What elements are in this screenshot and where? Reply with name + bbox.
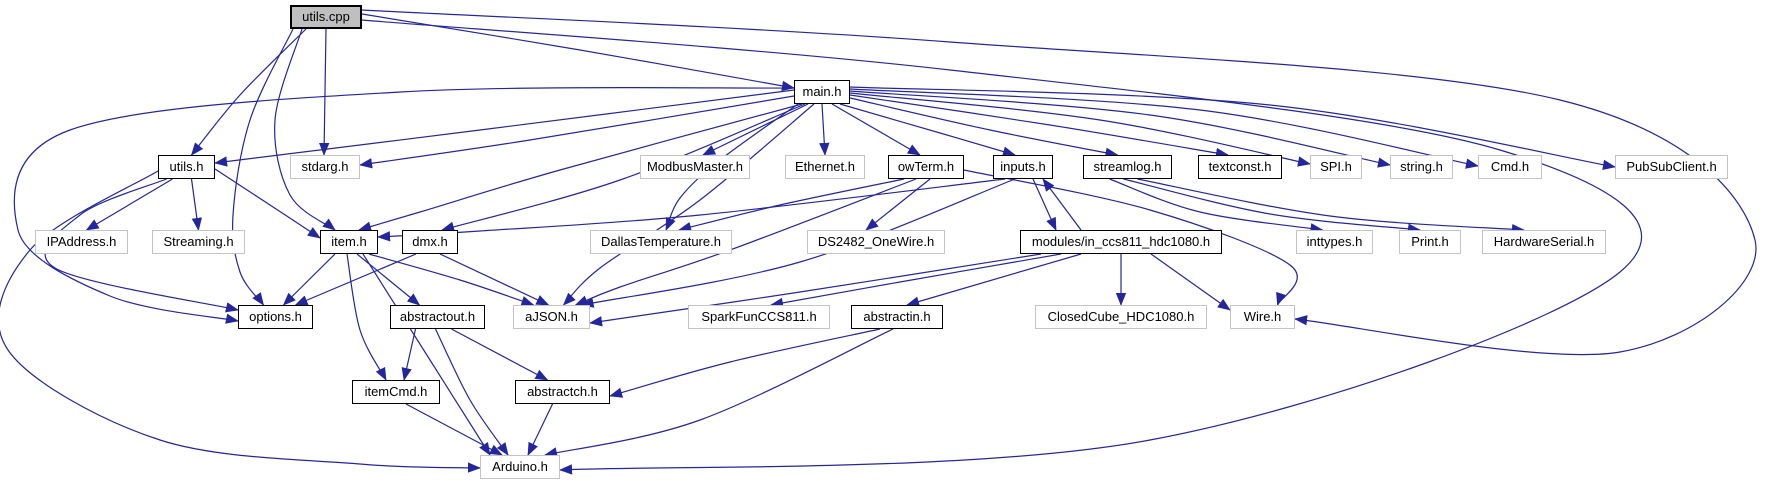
node-owterm_h[interactable]: owTerm.h: [888, 155, 964, 179]
include-edge-main_h-to-textconst_h: [849, 94, 1229, 159]
include-edge-main_h-to-modbusmaster_h: [702, 103, 809, 156]
node-streamlog_h[interactable]: streamlog.h: [1083, 155, 1172, 179]
include-edge-main_h-to-options_h: [13, 87, 795, 324]
node-arduino_h: Arduino.h: [480, 455, 560, 479]
node-itemcmd_h[interactable]: itemCmd.h: [352, 380, 440, 404]
include-edge-main_h-to-owterm_h: [831, 103, 921, 156]
include-edge-main_h-to-pubsubclient_h: [849, 86, 1616, 170]
node-item_h[interactable]: item.h: [320, 230, 378, 254]
node-dallastemperature_h: DallasTemperature.h: [590, 230, 732, 254]
node-ethernet_h: Ethernet.h: [785, 155, 865, 179]
include-edge-streamlog_h-to-hardwareserial_h: [1137, 178, 1525, 235]
include-edge-main_h-to-streamlog_h: [849, 97, 1119, 158]
include-edge-utils_h-to-item_h: [214, 168, 321, 239]
include-edge-in_ccs811_hdc1080_h-to-wire_h: [1150, 253, 1231, 311]
include-edge-utils_cpp-to-item_h: [274, 28, 336, 231]
node-pubsubclient_h: PubSubClient.h: [1615, 155, 1728, 179]
include-edge-in_ccs811_hdc1080_h-to-ajson_h: [589, 253, 1042, 327]
node-abstractch_h[interactable]: abstractch.h: [515, 380, 610, 404]
include-edge-in_ccs811_hdc1080_h-to-sparkfunccs811_h: [770, 253, 1062, 308]
include-edge-abstractout_h-to-arduino_h: [434, 328, 509, 456]
node-inttypes_h: inttypes.h: [1296, 230, 1373, 254]
node-cmd_h: Cmd.h: [1478, 155, 1542, 179]
include-edge-owterm_h-to-wire_h: [963, 169, 1298, 306]
include-edge-item_h-to-ajson_h: [368, 253, 535, 307]
include-edge-abstractout_h-to-itemcmd_h: [401, 328, 417, 381]
include-edge-itemcmd_h-to-arduino_h: [405, 403, 503, 456]
node-print_h: Print.h: [1399, 230, 1461, 254]
node-wire_h: Wire.h: [1230, 305, 1295, 329]
node-textconst_h[interactable]: textconst.h: [1198, 155, 1282, 179]
node-sparkfunccs811_h: SparkFunCCS811.h: [688, 305, 830, 329]
include-edge-inputs_h-to-item_h: [377, 178, 1006, 242]
include-edge-item_h-to-options_h: [282, 253, 336, 306]
node-stdarg_h: stdarg.h: [290, 155, 360, 179]
include-edge-main_h-to-dmx_h: [441, 103, 806, 232]
include-edge-utils_cpp-to-utils_h: [190, 28, 307, 156]
include-edge-abstractin_h-to-abstractch_h: [609, 328, 881, 398]
include-edge-main_h-to-item_h: [358, 103, 803, 232]
include-edge-utils_h-to-streaming_h: [190, 178, 203, 231]
include-edge-streamlog_h-to-inttypes_h: [1109, 178, 1324, 234]
include-edge-main_h-to-inputs_h: [839, 103, 1016, 157]
node-ajson_h: aJSON.h: [513, 305, 590, 329]
include-edge-owterm_h-to-ds2482_onewire_h: [865, 178, 931, 231]
node-options_h[interactable]: options.h: [238, 305, 313, 329]
include-edge-utils_cpp-to-options_h: [232, 28, 294, 306]
include-edge-main_h-to-utils_h: [214, 89, 795, 167]
include-edge-abstractin_h-to-arduino_h: [544, 328, 894, 458]
node-dmx_h[interactable]: dmx.h: [402, 230, 458, 254]
include-edge-abstractch_h-to-arduino_h: [527, 403, 554, 456]
include-edge-utils_cpp-to-stdarg_h: [318, 28, 330, 156]
node-closedcube_hdc1080_h: ClosedCube_HDC1080.h: [1035, 305, 1207, 329]
node-in_ccs811_hdc1080_h[interactable]: modules/in_ccs811_hdc1080.h: [1020, 230, 1222, 254]
node-ipaddress_h: IPAddress.h: [35, 230, 128, 254]
include-edge-item_h-to-arduino_h: [362, 253, 491, 456]
include-edge-main_h-to-string_h: [849, 90, 1391, 168]
include-edge-owterm_h-to-ajson_h: [574, 178, 917, 306]
node-string_h: string.h: [1390, 155, 1453, 179]
include-edge-owterm_h-to-dallastemperature_h: [678, 178, 905, 233]
node-abstractin_h[interactable]: abstractin.h: [851, 305, 943, 329]
node-spi_h: SPI.h: [1310, 155, 1362, 179]
include-edge-utils_cpp-to-main_h: [361, 13, 795, 92]
include-edge-main_h-to-ethernet_h: [819, 103, 830, 156]
include-edge-dmx_h-to-ajson_h: [439, 253, 550, 306]
include-edge-item_h-to-itemcmd_h: [346, 253, 387, 381]
node-main_h[interactable]: main.h: [794, 80, 850, 104]
node-modbusmaster_h: ModbusMaster.h: [640, 155, 750, 179]
node-abstractout_h[interactable]: abstractout.h: [390, 305, 485, 329]
include-edge-utils_cpp-to-arduino_h: [361, 19, 1643, 475]
include-edge-abstractout_h-to-abstractch_h: [451, 328, 549, 381]
include-edge-in_ccs811_hdc1080_h-to-abstractin_h: [906, 253, 1082, 307]
include-edge-main_h-to-spi_h: [849, 92, 1311, 167]
include-edge-main_h-to-stdarg_h: [359, 95, 795, 169]
include-edge-main_h-to-cmd_h: [849, 88, 1479, 169]
node-ds2482_onewire_h: DS2482_OneWire.h: [807, 230, 945, 254]
include-edge-item_h-to-abstractout_h: [356, 253, 421, 306]
node-streaming_h: Streaming.h: [152, 230, 245, 254]
node-hardwareserial_h: HardwareSerial.h: [1482, 230, 1606, 254]
include-edge-utils_cpp-to-wire_h: [361, 9, 1757, 356]
include-edge-main_h-to-ajson_h: [562, 103, 815, 306]
include-edge-inputs_h-to-ajson_h: [580, 178, 1016, 308]
include-edge-dmx_h-to-options_h: [294, 253, 417, 306]
include-edge-in_ccs811_hdc1080_h-to-inputs_h: [1042, 178, 1082, 231]
node-utils_cpp: utils.cpp: [290, 5, 362, 29]
include-edge-utils_h-to-ipaddress_h: [85, 178, 173, 231]
include-edge-inputs_h-to-in_ccs811_hdc1080_h: [1032, 178, 1057, 231]
include-edge-streamlog_h-to-print_h: [1123, 178, 1421, 234]
node-inputs_h[interactable]: inputs.h: [993, 155, 1053, 179]
node-utils_h[interactable]: utils.h: [158, 155, 215, 179]
